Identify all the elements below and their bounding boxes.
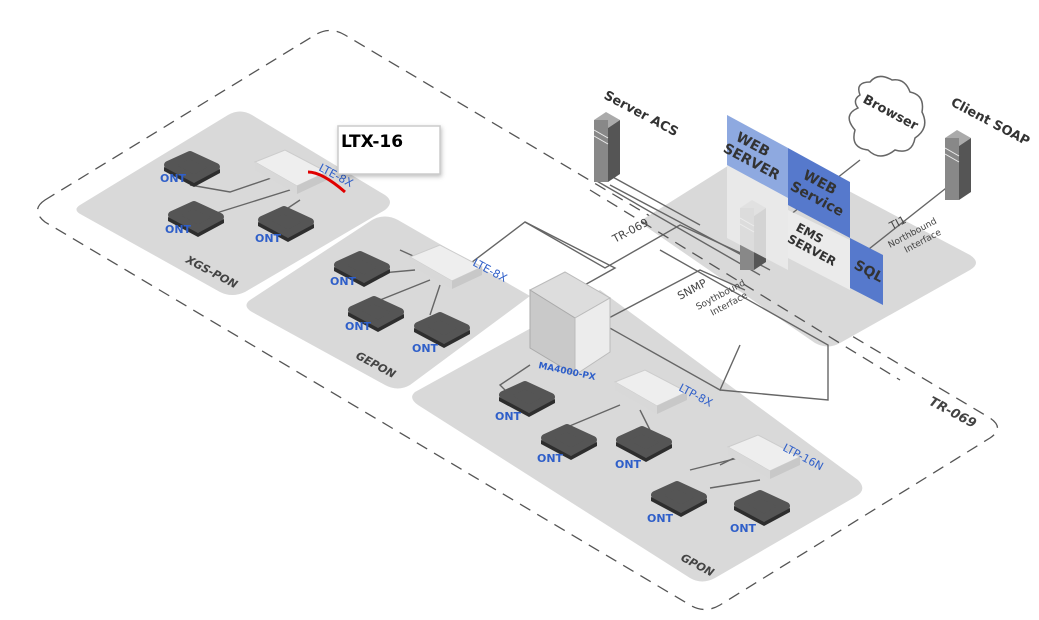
svg-text:ONT: ONT	[615, 458, 642, 471]
svg-text:LTX-16: LTX-16	[341, 132, 403, 152]
svg-text:ONT: ONT	[495, 410, 522, 423]
server-acs	[593, 111, 621, 183]
svg-text:ONT: ONT	[330, 275, 357, 288]
zone-tr069: TR-069	[926, 394, 978, 431]
red-strike-annotation	[307, 170, 346, 194]
boundary-dashed-inner	[589, 189, 901, 381]
svg-text:ONT: ONT	[647, 512, 674, 525]
svg-text:ONT: ONT	[165, 223, 192, 236]
svg-text:ONT: ONT	[345, 320, 372, 333]
label-tr069-link: TR-069	[609, 216, 650, 246]
platform-xgs-pon	[76, 111, 390, 295]
browser-cloud: Browser	[848, 75, 926, 157]
svg-text:ONT: ONT	[255, 232, 282, 245]
tr069-boundary	[36, 29, 999, 611]
svg-text:ONT: ONT	[537, 452, 564, 465]
svg-text:ONT: ONT	[412, 342, 439, 355]
svg-text:ONT: ONT	[730, 522, 757, 535]
client-soap-server	[944, 129, 972, 201]
ltx16-callout: LTX-16	[337, 125, 441, 175]
ems-stack: WEBSERVER WEBService EMSSERVER SQL	[720, 115, 886, 305]
svg-text:ONT: ONT	[160, 172, 187, 185]
ont-labels: ONT ONT ONT ONT ONT ONT ONT ONT ONT ONT …	[160, 172, 757, 535]
ma4000-chassis	[528, 271, 612, 376]
